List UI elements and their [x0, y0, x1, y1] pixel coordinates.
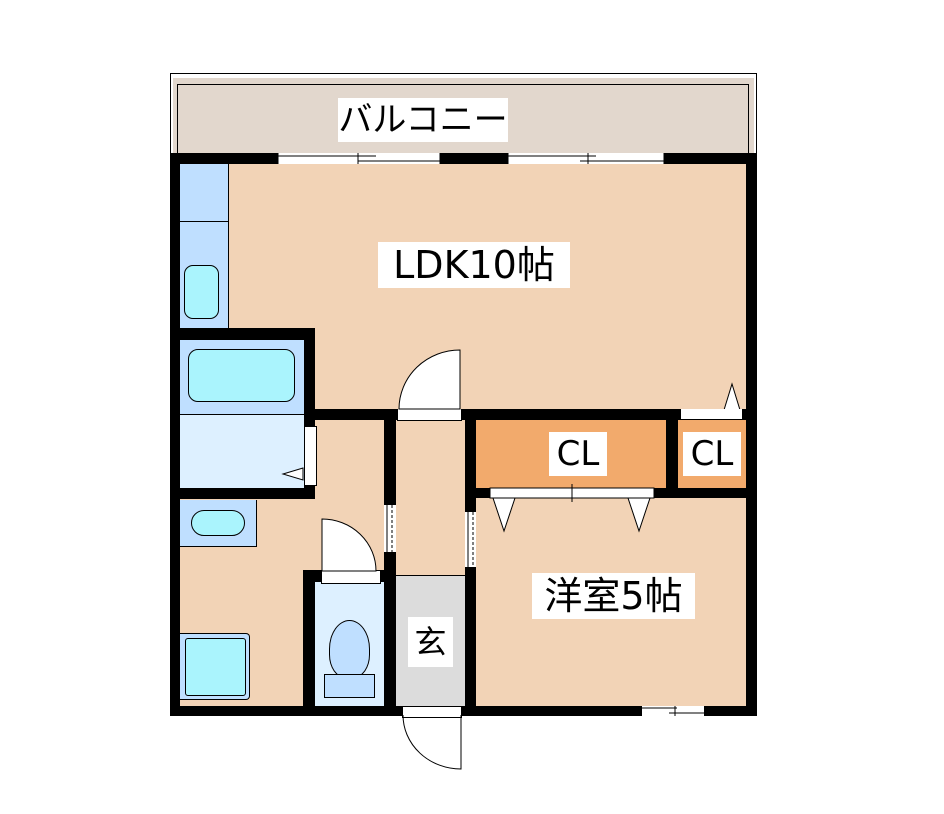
washbasin [191, 510, 245, 536]
door-closet-large[interactable] [489, 484, 655, 536]
closet-large-label: CL [549, 432, 607, 476]
shower-area [180, 415, 304, 490]
western-room-label: 洋室5帖 [532, 573, 695, 619]
wall-left [170, 153, 180, 716]
window-balcony-left [277, 153, 441, 164]
door-closet-small-opening[interactable] [682, 409, 742, 418]
door-toilet-swing[interactable] [321, 518, 377, 572]
door-ldk-swing[interactable] [398, 349, 462, 410]
wall-toilet-left [303, 570, 315, 706]
toilet-tank [324, 674, 375, 698]
bathtub [188, 349, 295, 402]
door-ldk-opening[interactable] [397, 409, 462, 421]
closet-small-label: CL [683, 432, 741, 476]
wall-bottom [170, 706, 757, 716]
door-closet-small[interactable] [680, 382, 744, 419]
kitchen-counter-divider [180, 221, 229, 222]
wall-bath-top [170, 328, 315, 340]
door-entrance-opening[interactable] [402, 706, 462, 718]
door-western-room-sliding[interactable] [465, 512, 476, 567]
ldk-label: LDK10帖 [378, 242, 570, 288]
door-toilet-opening[interactable] [321, 570, 381, 584]
wall-bath-bottom [170, 488, 315, 499]
door-washroom-sliding[interactable] [384, 505, 396, 552]
window-western-room [642, 706, 704, 716]
wall-top [170, 153, 757, 164]
balcony-rail [177, 84, 749, 158]
door-entrance-swing[interactable] [402, 714, 462, 771]
balcony-label: バルコニー [338, 98, 508, 142]
wall-right [746, 153, 757, 716]
door-bathroom[interactable] [304, 426, 317, 486]
kitchen-sink [184, 265, 219, 319]
toilet-bowl [329, 620, 370, 678]
washing-machine-drum [185, 638, 246, 696]
door-bathroom-arrow [281, 467, 304, 481]
entrance-label: 玄 [408, 617, 453, 667]
wall-hall-left [384, 409, 396, 706]
wall-ldk-bottom [304, 409, 746, 420]
window-balcony-right [507, 153, 665, 164]
wall-closet-divider [666, 409, 678, 498]
